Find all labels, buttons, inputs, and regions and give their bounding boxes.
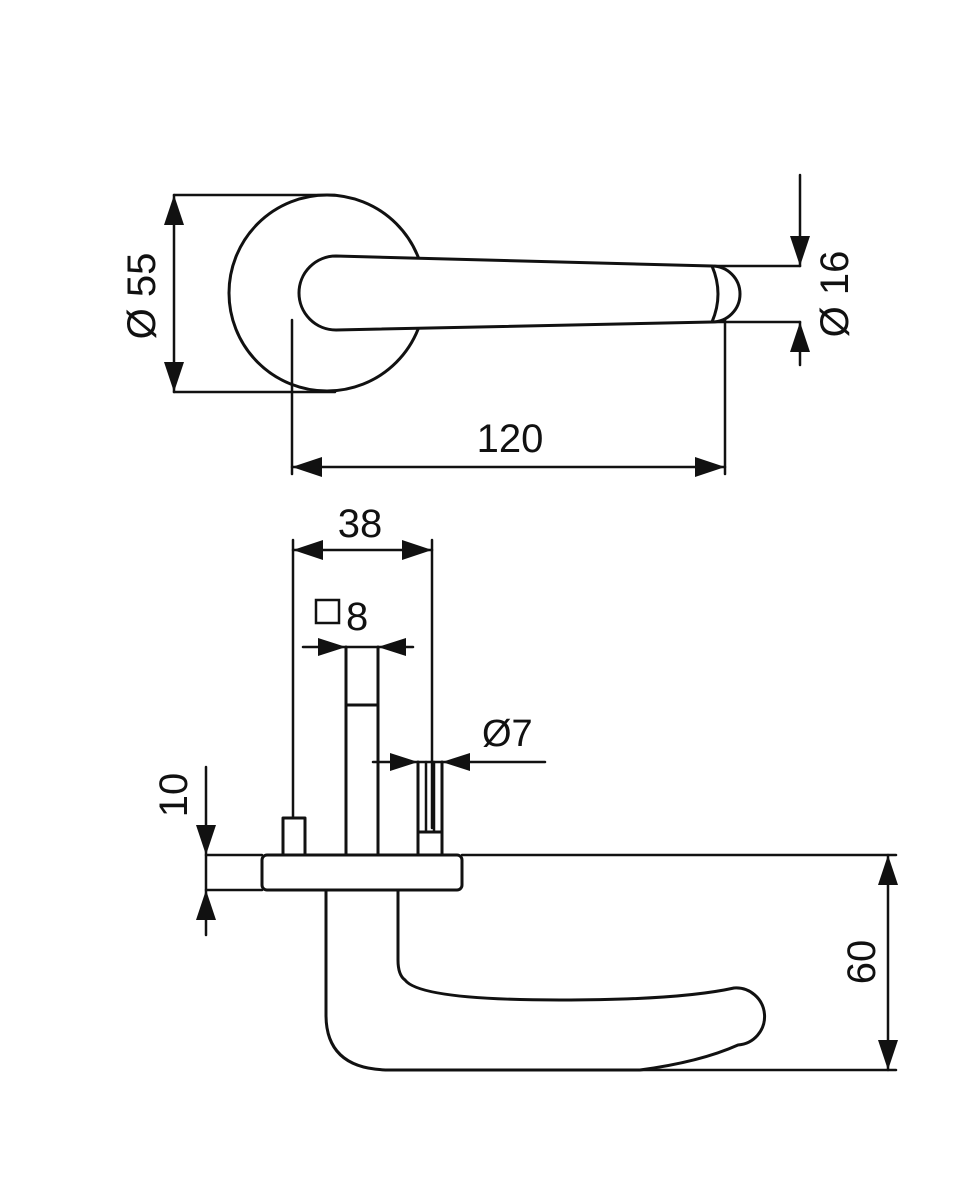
arrow-head — [164, 195, 184, 225]
rose-diameter-label: Ø 55 — [120, 253, 164, 340]
arrow-head — [790, 322, 810, 352]
lever-length-label: 120 — [477, 417, 544, 461]
top-view: Ø 55 Ø 16 120 — [120, 173, 857, 477]
arrow-head — [402, 540, 432, 560]
rose-depth-label: 38 — [338, 502, 383, 546]
rose-plate — [260, 853, 464, 892]
arrow-head — [790, 236, 810, 266]
arrow-head — [293, 540, 323, 560]
lever-drop-label: 60 — [840, 940, 884, 985]
arrow-head — [695, 457, 725, 477]
square-icon — [314, 598, 341, 625]
arrow-head — [378, 638, 406, 656]
lever-outline-top — [297, 254, 742, 332]
arrow-head — [196, 890, 216, 920]
arrow-head — [878, 855, 898, 885]
rose-thickness-label: 10 — [152, 773, 196, 818]
lever-tip-cap — [710, 264, 720, 324]
lever-outline-side — [324, 888, 767, 1072]
arrow-head — [442, 753, 470, 771]
lever-diameter-label: Ø 16 — [813, 251, 857, 338]
right-boss — [416, 830, 444, 857]
arrow-head — [196, 825, 216, 855]
arrow-head — [318, 638, 346, 656]
arrow-head — [292, 457, 322, 477]
side-view: 38 8 Ø7 10 — [152, 502, 898, 1072]
arrow-head — [164, 362, 184, 392]
arrow-head — [390, 753, 418, 771]
spindle-square-label: 8 — [346, 595, 368, 639]
arrow-head — [878, 1040, 898, 1070]
screw-diameter-label: Ø7 — [482, 713, 533, 755]
left-boss — [281, 816, 307, 857]
